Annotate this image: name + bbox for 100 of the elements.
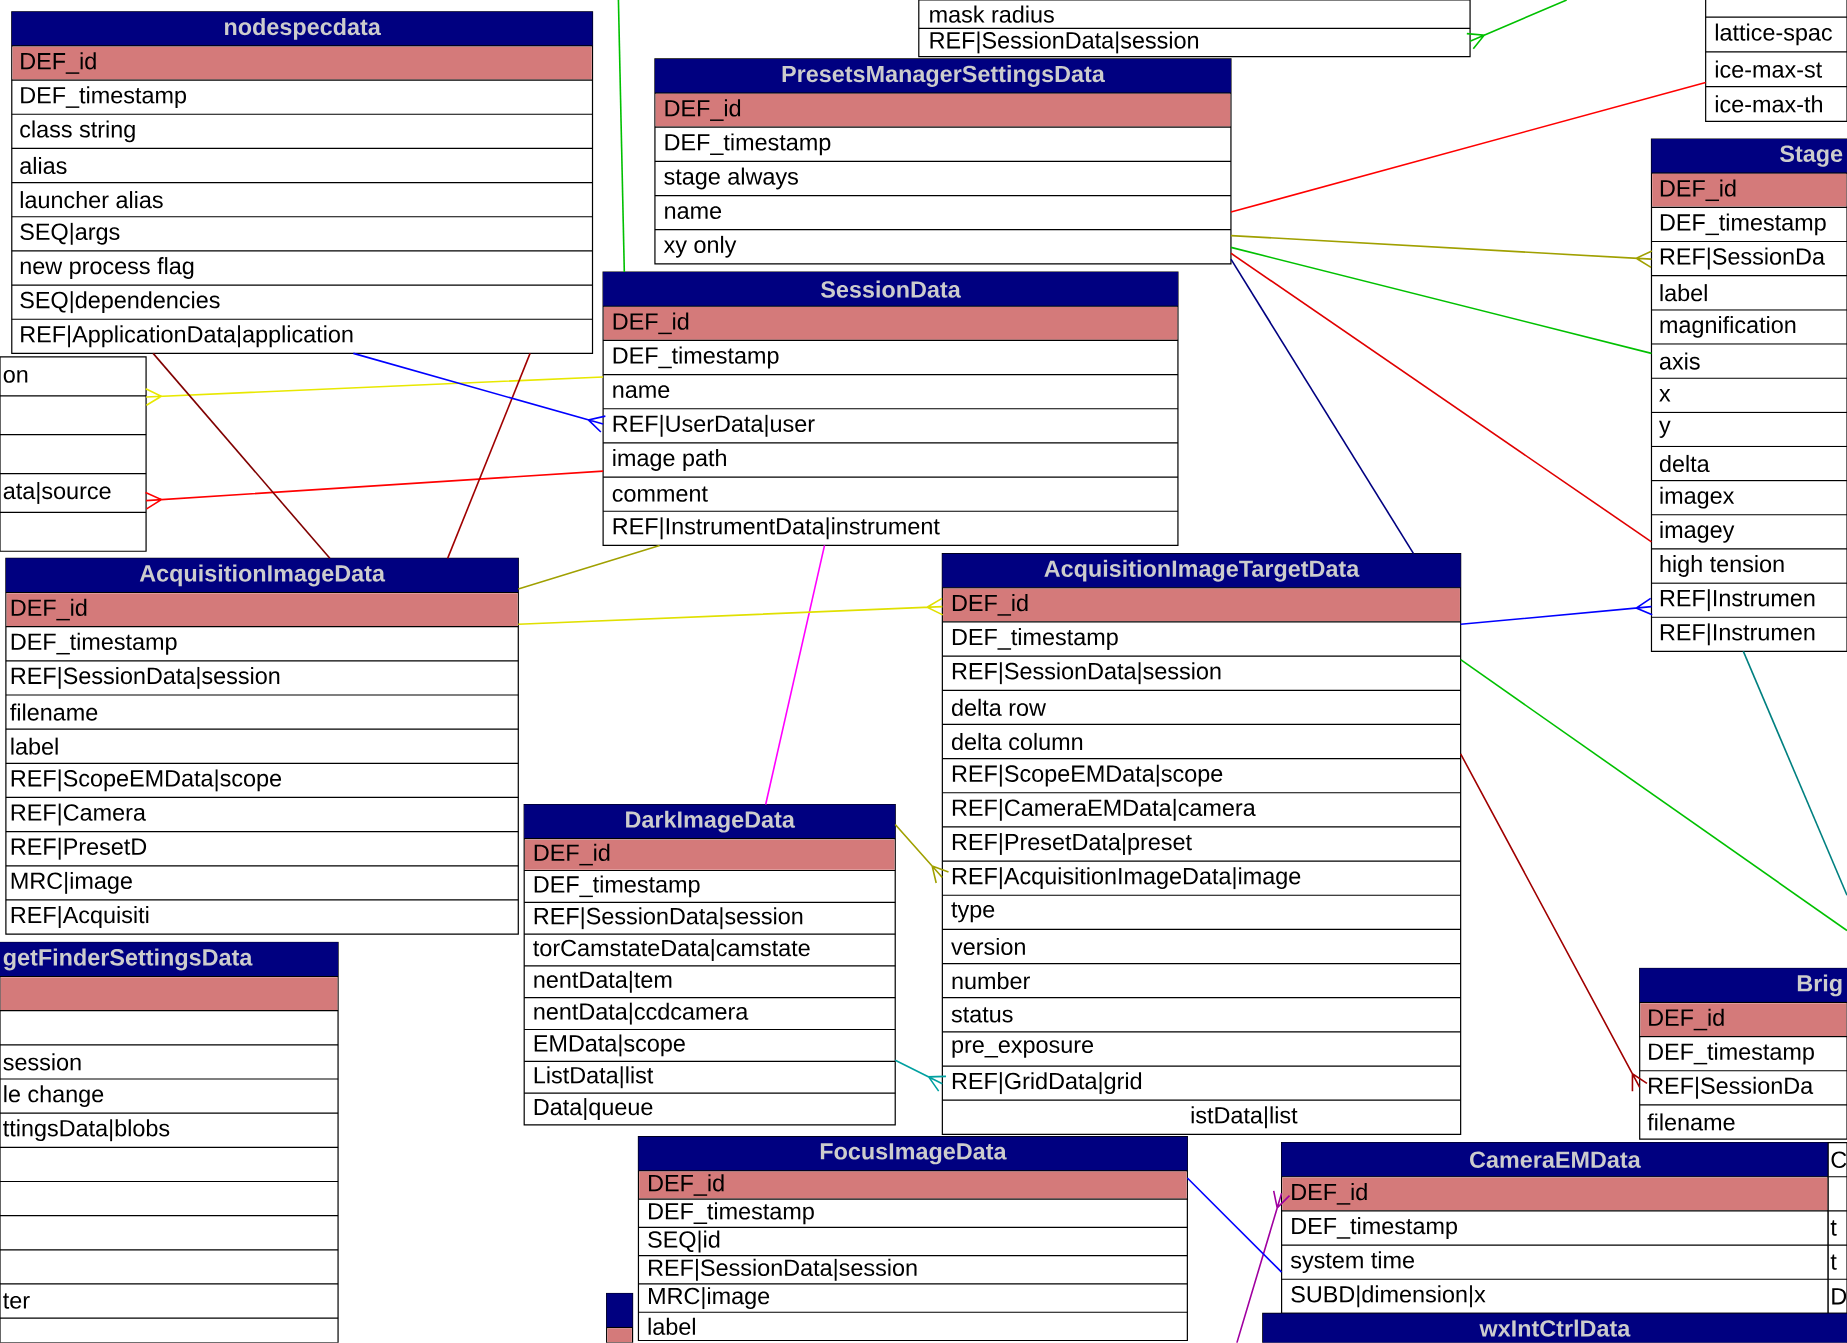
key-field: DEF_id	[639, 1171, 1187, 1199]
field-name: pre_exposure	[952, 1040, 1094, 1058]
field-name: label	[1660, 284, 1707, 302]
field-name: session	[3, 1053, 81, 1071]
key-field: DEF_id	[524, 839, 895, 870]
key-field: DEF_id	[655, 93, 1231, 127]
field-name: imagey	[1660, 521, 1735, 543]
field-name: REF|Instrumen	[1660, 589, 1815, 612]
entity-table	[5, 557, 519, 935]
field-name: le change	[4, 1085, 104, 1108]
field-name: Data|queue	[534, 1098, 653, 1121]
relationship-line	[894, 1059, 947, 1092]
relationship-line	[517, 544, 661, 590]
field-name: DEF_timestamp	[952, 628, 1118, 651]
key-field: DEF_id	[1640, 1003, 1847, 1036]
field-name: D	[1832, 1288, 1847, 1305]
field-name: ice-max-th	[1715, 95, 1822, 113]
field-name: alias	[20, 157, 67, 175]
table-header: getFinderSettingsData	[0, 942, 339, 977]
relationship-line	[1742, 650, 1847, 897]
field-name: istData|list	[1191, 1106, 1298, 1129]
relationship-line	[617, 0, 626, 273]
relationship-line	[1186, 1177, 1283, 1274]
table-header: SessionData	[603, 272, 1178, 307]
field-name: REF|SessionDa	[1649, 1076, 1814, 1099]
relationship-line	[144, 470, 604, 510]
field-name: REF|Instrumen	[1660, 623, 1815, 646]
table-header: DarkImageData	[524, 804, 896, 839]
field-name: DEF_timestamp	[613, 346, 779, 369]
field-name: label	[648, 1317, 695, 1336]
field-name: mask radius	[930, 5, 1054, 23]
relationship-line	[1459, 753, 1648, 1093]
field-name: REF|ScopeEMData|scope	[952, 764, 1223, 787]
field-name: nentData|tem	[534, 970, 672, 993]
field-name: REF|SessionDa	[1660, 247, 1825, 270]
entity-table	[1650, 138, 1847, 653]
field-name: delta row	[952, 698, 1046, 716]
field-name: REF|Acquisiti	[11, 906, 149, 929]
entity-table	[1262, 1312, 1847, 1343]
relationship-line	[1236, 1190, 1291, 1343]
relationship-line	[1230, 246, 1653, 355]
field-name: class string	[20, 120, 135, 143]
field-name: DEF_timestamp	[1292, 1217, 1457, 1239]
relationship-line	[764, 544, 826, 806]
field-name: name	[665, 206, 722, 220]
field-name: REF|SessionData|session	[11, 667, 280, 689]
table-header: CameraEMData	[1281, 1142, 1829, 1177]
field-name: ttingsData|blobs	[3, 1119, 170, 1142]
field-name: EMData|scope	[534, 1034, 685, 1057]
relationship-line	[1230, 81, 1707, 213]
field-name: torCamstateData|camstate	[533, 939, 810, 962]
field-name: ata|source	[3, 482, 111, 504]
field-name: DEF_timestamp	[1649, 1042, 1814, 1065]
relationship-line	[1459, 597, 1654, 626]
table-header: wxIntCtrlData	[1479, 1319, 1631, 1337]
field-name: SUBD|dimension|x	[1291, 1285, 1486, 1308]
entity-table	[941, 553, 1462, 1136]
relationship-line	[1466, 0, 1568, 50]
key-field: DEF_id	[1652, 173, 1847, 207]
field-name: high tension	[1660, 555, 1784, 577]
entity-table	[637, 1136, 1188, 1342]
relationship-line	[894, 823, 950, 884]
field-name: image path	[613, 449, 726, 471]
field-name: type	[951, 902, 995, 923]
field-name: filename	[1647, 1113, 1735, 1131]
field-name: number	[952, 972, 1030, 990]
field-name: lattice-spac	[1715, 23, 1832, 46]
field-name: REF|InstrumentData|instrument	[613, 517, 940, 540]
field-name: REF|ApplicationData|application	[21, 325, 353, 348]
field-name: C	[1831, 1151, 1847, 1169]
field-name: MRC|image	[11, 872, 132, 894]
key-field: DEF_id	[943, 588, 1460, 622]
table-header: AcquisitionImageTargetData	[942, 553, 1461, 588]
field-name: DEF_timestamp	[1660, 213, 1826, 236]
field-name: on	[3, 370, 28, 383]
entity-table	[11, 11, 594, 355]
field-name: SEQ|dependencies	[20, 291, 220, 314]
field-name: REF|GridData|grid	[952, 1072, 1142, 1095]
field-name: status	[951, 1007, 1013, 1023]
relationship-line	[517, 597, 944, 626]
relationship-line	[446, 352, 531, 560]
field-name: magnification	[1660, 316, 1796, 338]
relationship-line	[1230, 258, 1415, 555]
field-name: delta column	[952, 733, 1083, 751]
entity-table	[1639, 967, 1847, 1140]
field-name: REF|PresetD	[11, 837, 147, 860]
field-name: label	[11, 737, 58, 755]
field-name: t	[1830, 1254, 1837, 1270]
field-name: DEF_timestamp	[534, 875, 700, 898]
field-name: axis	[1659, 352, 1700, 370]
field-name: REF|AcquisitionImageData|image	[952, 867, 1301, 890]
field-name: new process flag	[20, 257, 194, 279]
field-name: nentData|ccdcamera	[534, 1002, 749, 1025]
field-name: DEF_timestamp	[649, 1202, 814, 1225]
field-name: system time	[1290, 1251, 1414, 1274]
field-name: REF|ScopeEMData|scope	[11, 769, 282, 792]
field-name: DEF_timestamp	[11, 632, 177, 655]
field-name: MRC|image	[649, 1287, 770, 1310]
entity-table	[606, 1292, 634, 1343]
field-name: REF|PresetData|preset	[952, 833, 1192, 856]
